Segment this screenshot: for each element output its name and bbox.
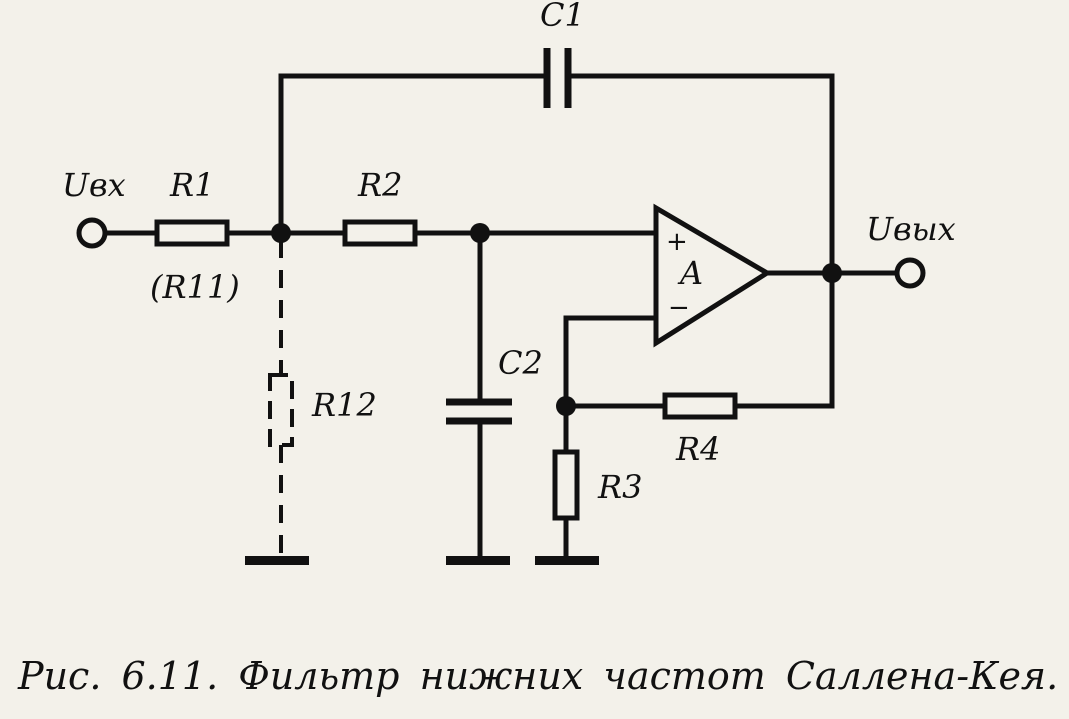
label-c2: C2 bbox=[498, 344, 543, 382]
label-r11: (R11) bbox=[150, 268, 240, 306]
junction-node-r1-r2 bbox=[271, 223, 291, 243]
label-r1: R1 bbox=[169, 166, 214, 204]
label-c1: C1 bbox=[540, 0, 585, 34]
label-amp: A bbox=[677, 254, 703, 292]
label-r3: R3 bbox=[597, 468, 642, 506]
label-minus: − bbox=[668, 293, 690, 323]
resistor-r3 bbox=[552, 449, 580, 521]
figure-caption: Рис. 6.11. Фильтр нижних частот Саллена-… bbox=[18, 654, 1059, 698]
junction-node-r3-r4 bbox=[556, 396, 576, 416]
resistor-r1 bbox=[154, 219, 230, 247]
input-terminal bbox=[76, 217, 108, 249]
output-terminal bbox=[894, 257, 926, 289]
label-uin: Uвх bbox=[62, 166, 126, 204]
junction-node-output bbox=[822, 263, 842, 283]
resistor-r4 bbox=[662, 392, 738, 420]
opamp-a bbox=[653, 203, 772, 348]
resistor-r2 bbox=[342, 219, 418, 247]
resistor-r12 bbox=[268, 373, 294, 447]
ground-c2 bbox=[446, 556, 510, 565]
label-r4: R4 bbox=[675, 430, 720, 468]
label-r2: R2 bbox=[357, 166, 402, 204]
label-r12: R12 bbox=[311, 386, 377, 424]
label-uout: Uвых bbox=[866, 210, 956, 248]
junction-node-r2-c2 bbox=[470, 223, 490, 243]
ground-r3 bbox=[535, 556, 599, 565]
ground-r12 bbox=[245, 556, 309, 565]
label-plus: + bbox=[666, 227, 688, 257]
